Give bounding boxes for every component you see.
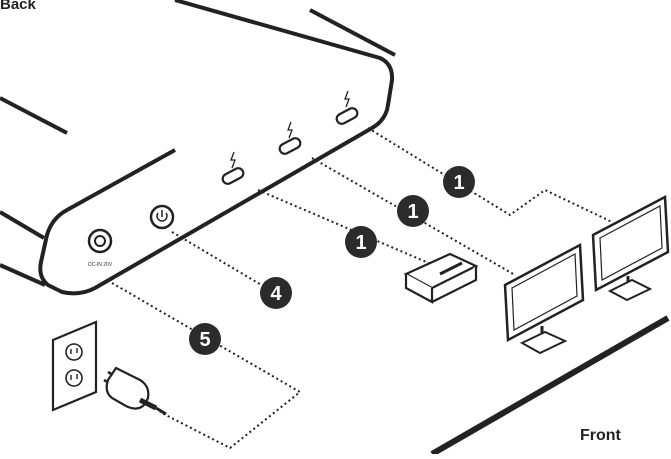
dock [0,0,396,296]
dc-in-port: DC-IN 20V [87,228,113,268]
dock-bottom-edge [0,210,46,240]
front-label: Front [580,427,621,444]
badge-ports-b: 1 [397,195,429,227]
badge-ports-b-number: 1 [407,201,418,223]
dock-base-edge [0,263,46,287]
thunderbolt-icon [344,90,350,108]
dock-top-edge [0,96,68,135]
thunderbolt-port-3 [335,90,359,125]
thunderbolt-icon [230,151,236,169]
badge-power: 4 [260,277,292,309]
badge-dc: 5 [189,323,221,355]
power-icon [156,210,168,222]
dc-port-label: DC-IN 20V [88,262,113,268]
thunderbolt-icon [287,121,293,139]
badge-dc-number: 5 [199,329,210,351]
dock-top-edge-right [309,8,396,57]
monitor-right [591,194,670,302]
monitor-left [503,242,585,355]
dock-front-panel [38,0,395,296]
badge-ports-c-number: 1 [355,232,366,254]
surface-edge [430,315,670,457]
badge-power-number: 4 [270,283,282,305]
wall-outlet [51,320,98,412]
line-power [171,231,281,297]
line-port3-to-monitor [367,127,613,223]
desktop-device [403,252,479,304]
thunderbolt-port-1 [221,151,245,185]
line-dc [111,282,302,450]
power-button [149,204,175,230]
badge-ports-a: 1 [443,166,475,198]
badge-ports-a-number: 1 [453,172,464,194]
line-port2-to-monitor [311,157,516,276]
back-label: Back [0,0,36,13]
badge-ports-c: 1 [345,226,377,258]
power-plug [103,366,167,416]
thunderbolt-port-2 [278,121,302,155]
